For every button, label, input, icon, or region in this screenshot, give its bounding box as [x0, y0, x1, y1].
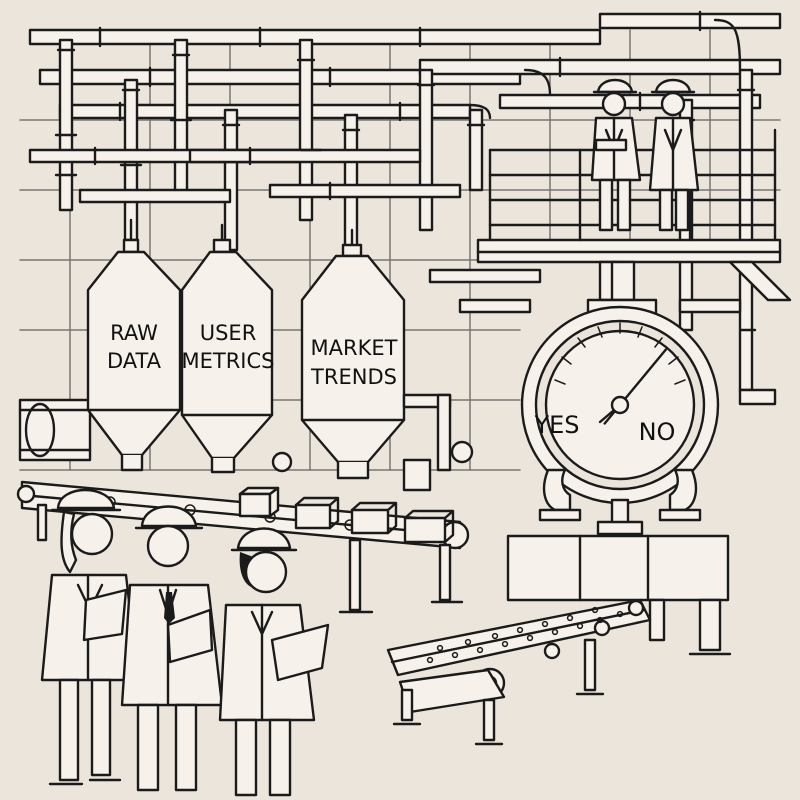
overhead-pipes — [28, 10, 782, 406]
hopper-market-trends-label-line1: MARKET — [311, 336, 398, 360]
press-block — [506, 534, 732, 656]
hopper-raw-data-label-line2: DATA — [107, 349, 162, 373]
left-machinery — [18, 398, 92, 462]
hopper-raw-data-label-line1: RAW — [110, 321, 158, 345]
worker-middle — [120, 505, 224, 792]
hopper-user-metrics: USER METRICS — [180, 223, 275, 474]
hopper-market-trends: MARKET TRENDS — [300, 228, 406, 480]
side-valves — [271, 393, 474, 492]
gauge-no-label: NO — [639, 418, 676, 446]
worker-left — [40, 488, 140, 786]
supervisor-left — [590, 78, 642, 232]
hopper-raw-data: RAW DATA — [86, 218, 182, 472]
decision-gauge: YES NO — [520, 260, 720, 536]
supervisor-right — [648, 78, 700, 232]
gauge-yes-label: YES — [533, 411, 579, 439]
hopper-user-metrics-label-line2: METRICS — [182, 349, 275, 373]
lower-conveyor — [386, 598, 652, 746]
upper-conveyor — [16, 480, 470, 614]
worker-right — [218, 527, 330, 797]
hopper-user-metrics-label-line1: USER — [200, 321, 257, 345]
hopper-market-trends-label-line2: TRENDS — [310, 365, 397, 389]
